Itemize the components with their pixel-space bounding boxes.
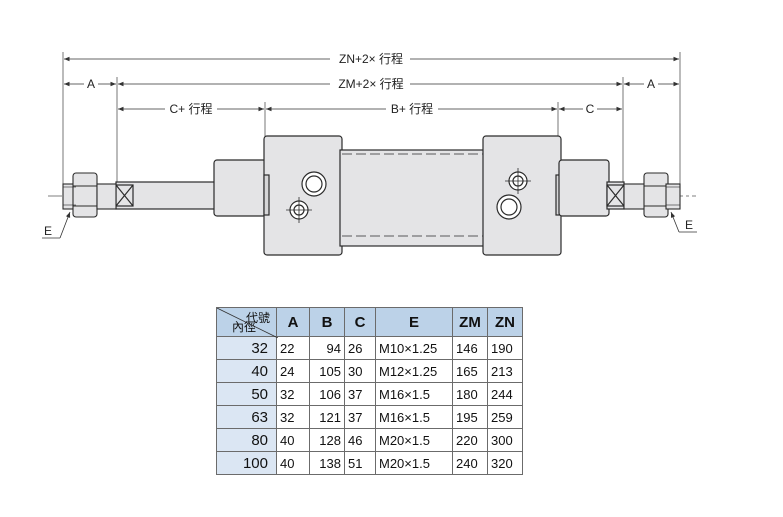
- e-cell: M12×1.25: [375, 359, 453, 383]
- table-row: 32 22 94 26 M10×1.25 146 190: [216, 336, 523, 360]
- a-left-label: A: [87, 77, 95, 91]
- extension-lines: [62, 52, 681, 188]
- zm-cell: 165: [452, 359, 488, 383]
- right-nut: [643, 172, 669, 218]
- a-cell: 24: [276, 359, 310, 383]
- b-cell: 106: [309, 382, 345, 406]
- table-row: 50 32 106 37 M16×1.5 180 244: [216, 382, 523, 406]
- left-rod-end: [62, 172, 117, 218]
- dimension-labels: ZN+2× 行程 ZM+2× 行程 A A C+ 行程 B+ 行程 C: [84, 50, 658, 116]
- b-cell: 121: [309, 405, 345, 429]
- c-cell: 26: [344, 336, 376, 360]
- zn-cell: 320: [487, 451, 523, 475]
- zm-cell: 180: [452, 382, 488, 406]
- zm-cell: 146: [452, 336, 488, 360]
- b-cell: 105: [309, 359, 345, 383]
- barrel: [339, 149, 486, 247]
- corner-label-code: 代號: [245, 311, 270, 325]
- right-bushing: [558, 159, 610, 217]
- e-cell: M16×1.5: [375, 405, 453, 429]
- table-row: 63 32 121 37 M16×1.5 195 259: [216, 405, 523, 429]
- left-nut: [72, 172, 98, 218]
- b-cell: 138: [309, 451, 345, 475]
- right-rod-end: [623, 172, 681, 218]
- zn-cell: 244: [487, 382, 523, 406]
- c-cell: 37: [344, 382, 376, 406]
- table-row: 80 40 128 46 M20×1.5 220 300: [216, 428, 523, 452]
- cylinder-body: [115, 135, 625, 256]
- zm-cell: 220: [452, 428, 488, 452]
- a-cell: 22: [276, 336, 310, 360]
- e-left-label: E: [44, 224, 52, 238]
- zn-cell: 213: [487, 359, 523, 383]
- e-cell: M20×1.5: [375, 428, 453, 452]
- corner-diagonal: [217, 308, 278, 338]
- e-cell: M16×1.5: [375, 382, 453, 406]
- header-zm: ZM: [452, 307, 488, 337]
- a-right-label: A: [647, 77, 655, 91]
- left-head-cover: [263, 135, 343, 256]
- bore-cell: 63: [216, 405, 277, 429]
- header-e: E: [375, 307, 453, 337]
- c-cell: 37: [344, 405, 376, 429]
- zn-cell: 190: [487, 336, 523, 360]
- table-row: 40 24 105 30 M12×1.25 165 213: [216, 359, 523, 383]
- header-a: A: [276, 307, 310, 337]
- c-label: C: [586, 102, 595, 116]
- right-head-cover: [482, 135, 562, 256]
- bore-cell: 80: [216, 428, 277, 452]
- table-corner-cell: 代號 內徑: [216, 307, 278, 338]
- zm-label: ZM+2× 行程: [338, 76, 403, 91]
- table-row: 100 40 138 51 M20×1.5 240 320: [216, 451, 523, 475]
- ports: [286, 168, 531, 223]
- cylinder-drawing: ZN+2× 行程 ZM+2× 行程 A A C+ 行程 B+ 行程 C: [42, 50, 697, 256]
- zn-cell: 300: [487, 428, 523, 452]
- e-cell: M20×1.5: [375, 451, 453, 475]
- zn-label: ZN+2× 行程: [339, 51, 403, 66]
- header-b: B: [309, 307, 345, 337]
- bore-cell: 32: [216, 336, 277, 360]
- bore-cell: 50: [216, 382, 277, 406]
- a-cell: 40: [276, 451, 310, 475]
- c-cell: 46: [344, 428, 376, 452]
- e-leaders: [42, 211, 697, 239]
- bore-cell: 40: [216, 359, 277, 383]
- zm-cell: 195: [452, 405, 488, 429]
- c-cell: 30: [344, 359, 376, 383]
- b-cell: 94: [309, 336, 345, 360]
- zn-cell: 259: [487, 405, 523, 429]
- a-cell: 32: [276, 382, 310, 406]
- a-cell: 32: [276, 405, 310, 429]
- table-header-row: 代號 內徑 A B C E ZM ZN: [216, 307, 523, 338]
- left-bushing: [213, 159, 267, 217]
- e-right-label: E: [685, 218, 693, 232]
- header-c: C: [344, 307, 376, 337]
- b-cell: 128: [309, 428, 345, 452]
- b-stroke-label: B+ 行程: [391, 101, 433, 116]
- a-cell: 40: [276, 428, 310, 452]
- e-cell: M10×1.25: [375, 336, 453, 360]
- corner-label-bore: 內徑: [232, 320, 257, 334]
- bore-cell: 100: [216, 451, 277, 475]
- c-cell: 51: [344, 451, 376, 475]
- spec-table: 代號 內徑 A B C E ZM ZN 32 22 94 26 M10×1.25…: [216, 307, 523, 475]
- c-stroke-label: C+ 行程: [169, 101, 212, 116]
- header-zn: ZN: [487, 307, 523, 337]
- zm-cell: 240: [452, 451, 488, 475]
